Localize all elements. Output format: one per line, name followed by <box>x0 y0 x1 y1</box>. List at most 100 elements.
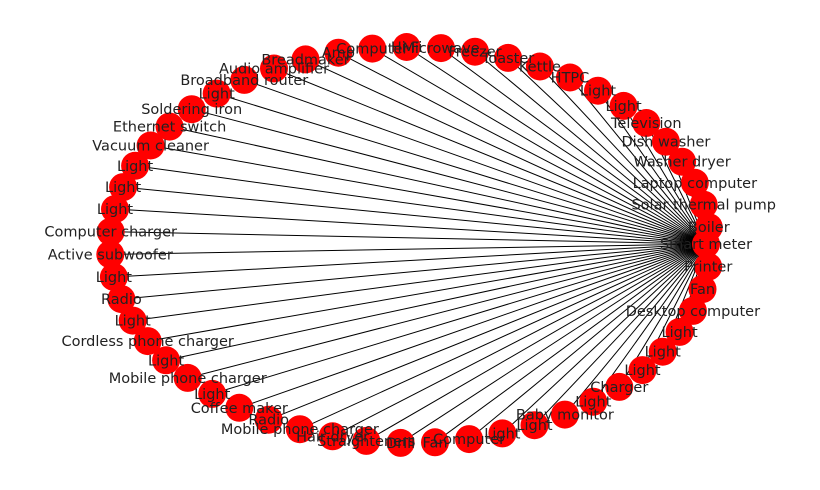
node-label: Radio <box>248 413 289 429</box>
graph-node <box>177 95 206 124</box>
graph-node <box>230 65 259 94</box>
edge <box>191 108 707 245</box>
edge <box>187 243 707 379</box>
edge <box>268 243 707 421</box>
node-label: Desktop computer <box>626 304 760 320</box>
node-label: Broadband router <box>180 73 308 89</box>
edge <box>569 77 707 245</box>
edge <box>406 46 707 245</box>
node-label: Light <box>662 325 699 341</box>
graph-node <box>96 240 125 269</box>
graph-node <box>291 45 320 74</box>
edge <box>468 243 707 440</box>
edge <box>132 243 707 322</box>
graph-node <box>668 147 697 176</box>
node-label: Light <box>484 426 521 442</box>
graph-node <box>225 393 254 422</box>
graph-node <box>628 356 657 385</box>
graph-node <box>101 195 129 224</box>
edge <box>212 243 707 395</box>
graph-node <box>584 76 612 105</box>
node-label: Television <box>610 116 682 132</box>
node-label: Active subwoofer <box>48 247 173 263</box>
node-label: Breadmaker <box>261 52 349 68</box>
node-label: Amp <box>322 46 355 62</box>
edge <box>564 243 707 415</box>
node-label: Light <box>199 87 236 103</box>
node-label: Charger <box>590 380 648 396</box>
graph-node <box>632 109 661 137</box>
node-label: Cordless phone charger <box>61 334 233 350</box>
graph-node <box>665 317 694 346</box>
graph-node <box>579 387 608 416</box>
edge <box>150 145 707 245</box>
edge <box>114 208 707 245</box>
node-label: Mobile phone charger <box>221 422 379 438</box>
node-label: Soldering iron <box>141 102 242 118</box>
node-label: Light <box>194 387 231 403</box>
graph-node <box>648 337 677 366</box>
node-label: Light <box>606 99 643 115</box>
node-label: Fan <box>690 282 715 298</box>
node-label: Microwave <box>402 41 479 57</box>
edge <box>305 58 707 245</box>
node-label: Light <box>580 84 617 100</box>
graph-node <box>202 79 231 108</box>
edge <box>299 243 707 430</box>
edge-layer <box>110 46 710 444</box>
graph-node <box>520 411 549 440</box>
graph-node <box>173 363 202 392</box>
edge <box>332 243 707 437</box>
graph-node <box>609 91 638 120</box>
edge <box>440 47 707 245</box>
node-label: Mobile phone charger <box>109 371 267 387</box>
graph-node <box>152 346 181 375</box>
node-label: Coffee maker <box>191 401 288 417</box>
node-label: Fan <box>422 435 447 451</box>
graph-node <box>494 43 523 72</box>
node-label: Washer dryer <box>634 155 731 171</box>
edge <box>366 243 707 442</box>
graph-node <box>254 405 283 434</box>
edge <box>400 243 707 444</box>
graph-node <box>525 52 554 81</box>
graph-node <box>427 34 455 63</box>
edge <box>110 243 707 255</box>
graph-node <box>318 422 347 451</box>
edge <box>474 51 707 245</box>
edge <box>135 165 707 245</box>
graph-node <box>109 173 138 202</box>
graph-node <box>678 296 707 325</box>
graph-node <box>198 379 227 408</box>
graph-node <box>324 38 353 67</box>
edge <box>244 79 707 245</box>
graph-node <box>556 63 584 92</box>
graph-node <box>694 252 723 281</box>
graph-node <box>107 285 136 314</box>
node-label: Freezer <box>448 45 501 61</box>
edge <box>216 93 707 245</box>
node-layer <box>96 33 723 457</box>
graph-node <box>488 419 517 448</box>
node-label: Printer <box>684 260 732 276</box>
graph-node <box>118 306 147 335</box>
graph-node <box>688 275 717 304</box>
graph-node <box>99 263 128 291</box>
edge <box>539 66 707 245</box>
graph-node <box>136 131 165 160</box>
graph-node <box>550 400 579 429</box>
node-label: Computer charger <box>44 225 177 241</box>
edge <box>110 231 707 245</box>
node-label: Light <box>148 353 185 369</box>
edge <box>507 57 707 245</box>
edge <box>534 243 707 426</box>
edge <box>372 48 707 245</box>
node-label: Toaster <box>481 51 534 67</box>
graph-node <box>692 230 720 258</box>
node-label: Light <box>115 314 152 330</box>
graph-node <box>680 168 709 197</box>
graph-node <box>461 37 489 66</box>
graph-node <box>605 372 634 401</box>
node-label: Computer <box>433 432 505 448</box>
